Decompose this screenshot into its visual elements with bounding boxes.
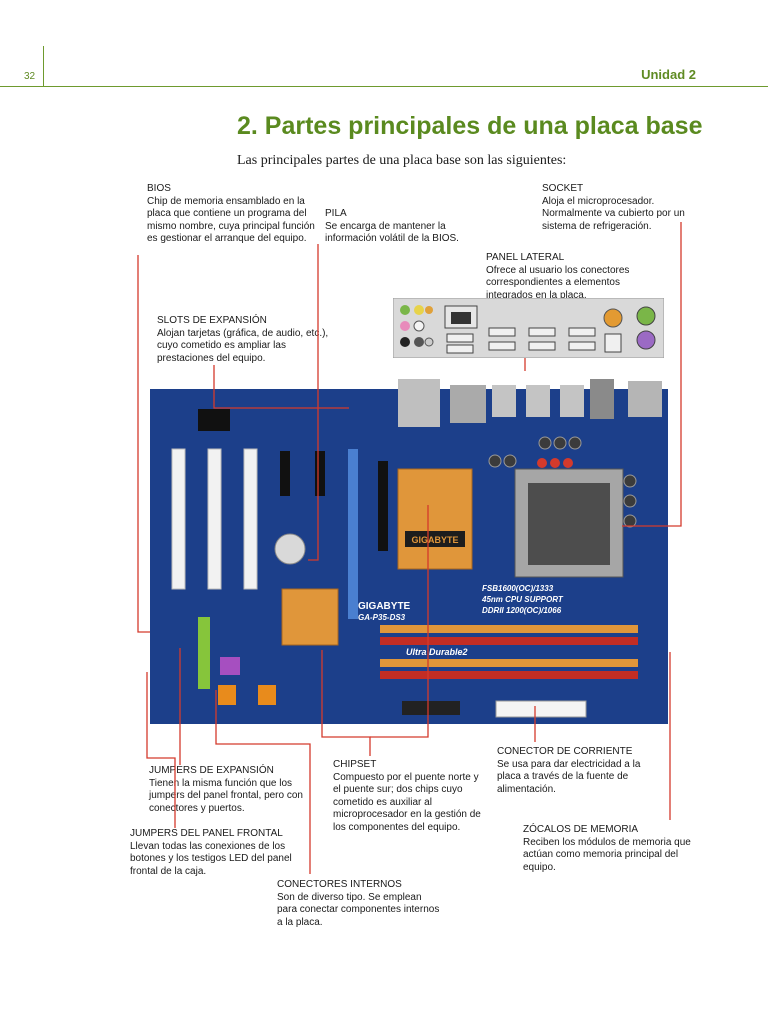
label-chipset: CHIPSET Compuesto por el puente norte y … bbox=[333, 759, 488, 834]
label-conector-corriente-body: Se usa para dar electricidad a la placa … bbox=[497, 758, 641, 795]
board-model-text: GA-P35-DS3 bbox=[358, 613, 406, 622]
floppy-connector bbox=[402, 701, 460, 715]
ps2-mouse-port bbox=[636, 306, 656, 326]
cpu-socket bbox=[514, 468, 624, 578]
ram-slots bbox=[380, 625, 638, 679]
capacitors bbox=[488, 436, 637, 528]
page-title: 2. Partes principales de una placa base bbox=[237, 112, 703, 140]
label-chipset-heading: CHIPSET bbox=[333, 759, 377, 770]
fsb-text: FSB1600(OC)/1333 bbox=[482, 584, 554, 593]
ide-connector bbox=[198, 617, 210, 689]
label-conectores-internos-heading: CONECTORES INTERNOS bbox=[277, 879, 402, 890]
coax-port bbox=[603, 308, 623, 328]
ddr-text: DDRII 1200(OC)/1066 bbox=[482, 606, 562, 615]
bios-leader bbox=[137, 255, 150, 633]
label-pila: PILA Se encarga de mantener la informaci… bbox=[325, 208, 485, 246]
northbridge-heatsink bbox=[397, 468, 473, 570]
label-jumpers-expansion: JUMPERS DE EXPANSIÓN Tienen la misma fun… bbox=[149, 765, 311, 815]
label-socket-body: Aloja el microprocesador. Normalmente va… bbox=[542, 195, 685, 232]
label-pila-heading: PILA bbox=[325, 208, 347, 219]
unit-label: Unidad 2 bbox=[641, 67, 696, 82]
label-jumpers-panel-heading: JUMPERS DEL PANEL FRONTAL bbox=[130, 828, 283, 839]
label-conectores-internos: CONECTORES INTERNOS Son de diverso tipo.… bbox=[277, 879, 442, 929]
label-slots: SLOTS DE EXPANSIÓN Alojan tarjetas (gráf… bbox=[157, 315, 329, 365]
chipset-leader-a bbox=[321, 650, 371, 756]
label-jumpers-panel-body: Llevan todas las conexiones de los boton… bbox=[130, 840, 292, 877]
cmos-battery bbox=[274, 533, 306, 565]
usb-ports bbox=[446, 327, 596, 354]
heatsink-brand-text: GIGABYTE bbox=[411, 535, 458, 545]
sata-connectors bbox=[218, 657, 276, 705]
label-jumpers-expansion-heading: JUMPERS DE EXPANSIÓN bbox=[149, 765, 274, 776]
label-socket-heading: SOCKET bbox=[542, 183, 584, 194]
label-zocalos-body: Reciben los módulos de memoria que actúa… bbox=[523, 836, 691, 873]
io-block bbox=[398, 379, 662, 427]
label-chipset-body: Compuesto por el puente norte y el puent… bbox=[333, 771, 481, 833]
bios-chip bbox=[198, 409, 230, 431]
red-capacitors bbox=[537, 458, 573, 468]
conectores-internos-leader bbox=[215, 690, 311, 874]
label-jumpers-expansion-body: Tienen la misma función que los jumpers … bbox=[149, 777, 303, 814]
cpu-support-text: 45nm CPU SUPPORT bbox=[481, 595, 564, 604]
pci-slots bbox=[171, 448, 258, 590]
label-pila-body: Se encarga de mantener la información vo… bbox=[325, 220, 459, 245]
ultra-durable-text: Ultra Durable2 bbox=[406, 647, 468, 657]
slots-leader bbox=[213, 365, 349, 409]
back-panel-illustration bbox=[393, 298, 664, 358]
label-zocalos: ZÓCALOS DE MEMORIA Reciben los módulos d… bbox=[523, 824, 698, 874]
intro-text: Las principales partes de una placa base… bbox=[237, 153, 567, 168]
label-zocalos-heading: ZÓCALOS DE MEMORIA bbox=[523, 824, 639, 835]
jumpers-panel-leader bbox=[146, 672, 176, 828]
header-divider-tick bbox=[43, 46, 44, 87]
label-slots-body: Alojan tarjetas (gráfica, de audio, etc.… bbox=[157, 327, 329, 364]
label-conectores-internos-body: Son de diverso tipo. Se emplean para con… bbox=[277, 891, 440, 928]
board-brand-text: GIGABYTE bbox=[358, 601, 411, 612]
ps2-keyboard-port bbox=[636, 330, 656, 350]
page-number: 32 bbox=[24, 71, 36, 82]
header-rule bbox=[0, 86, 768, 87]
pila-leader bbox=[308, 244, 319, 561]
pcie-slots bbox=[280, 449, 388, 619]
label-socket: SOCKET Aloja el microprocesador. Normalm… bbox=[542, 183, 692, 233]
label-panel-lateral-body: Ofrece al usuario los conectores corresp… bbox=[486, 264, 630, 301]
motherboard-illustration: GIGABYTE GIGABYTE GA-P35-DS3 FSB1600(OC)… bbox=[150, 379, 668, 724]
label-bios-heading: BIOS bbox=[147, 183, 171, 194]
southbridge-heatsink bbox=[281, 588, 339, 646]
audio-jacks bbox=[400, 305, 434, 347]
label-conector-corriente: CONECTOR DE CORRIENTE Se usa para dar el… bbox=[497, 746, 662, 796]
label-jumpers-panel: JUMPERS DEL PANEL FRONTAL Llevan todas l… bbox=[130, 828, 310, 878]
label-panel-lateral-heading: PANEL LATERAL bbox=[486, 252, 565, 263]
label-panel-lateral: PANEL LATERAL Ofrece al usuario los cone… bbox=[486, 252, 646, 302]
label-bios: BIOS Chip de memoria ensamblado en la pl… bbox=[147, 183, 317, 246]
chipset-leader-b bbox=[370, 505, 429, 738]
socket-leader bbox=[622, 222, 682, 527]
label-bios-body: Chip de memoria ensamblado en la placa q… bbox=[147, 195, 315, 245]
label-slots-heading: SLOTS DE EXPANSIÓN bbox=[157, 315, 267, 326]
atx-power-connector bbox=[495, 700, 587, 718]
label-conector-corriente-heading: CONECTOR DE CORRIENTE bbox=[497, 746, 633, 757]
